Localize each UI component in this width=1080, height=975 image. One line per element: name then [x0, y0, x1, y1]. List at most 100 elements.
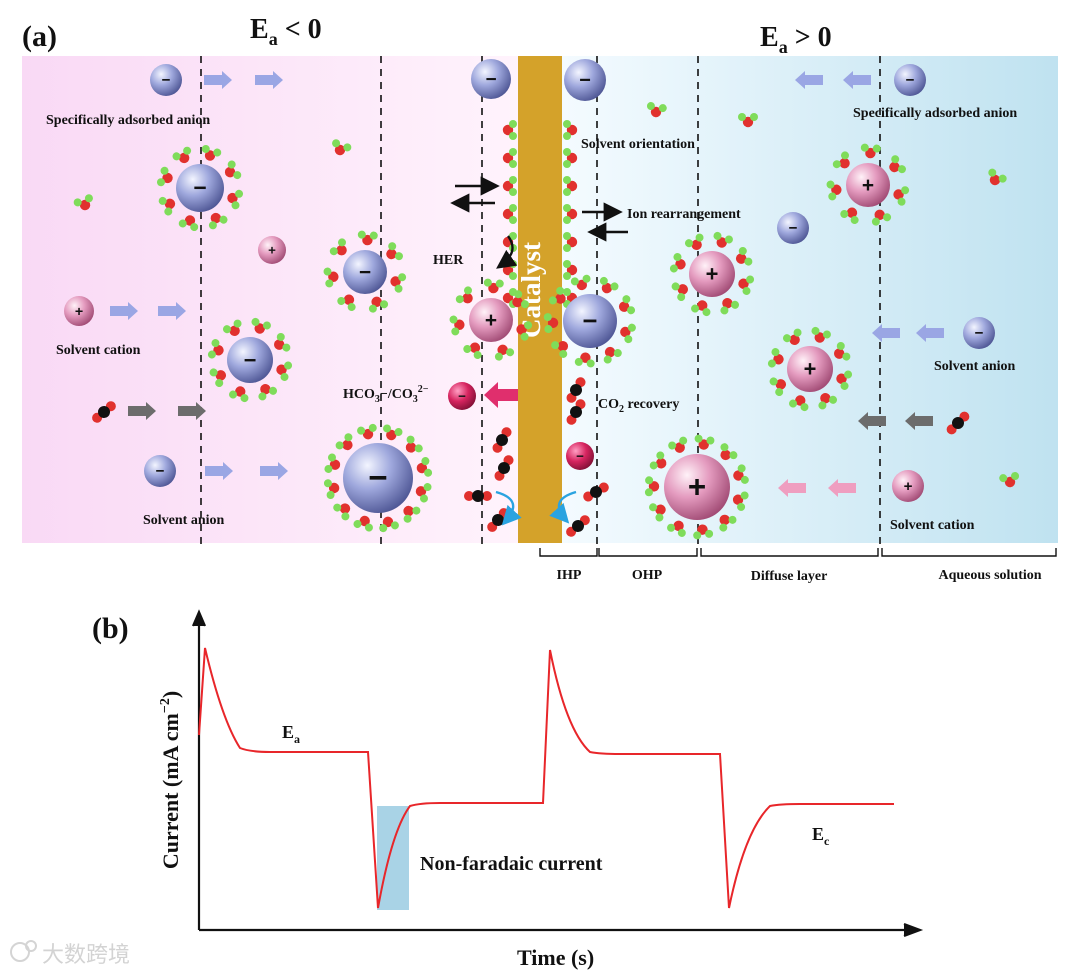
panel-a: Catalyst (a) Ea < 0 Ea > 0 −−++−−−−−+−−−…: [22, 14, 1058, 584]
water-molecule: [871, 209, 892, 226]
co2-molecule: [566, 399, 586, 425]
water-molecule: [494, 344, 515, 361]
water-molecule: [208, 212, 228, 230]
water-molecule: [691, 300, 711, 317]
right-capture-curve-arrow: [549, 490, 577, 524]
flux-arrow-icon: [260, 462, 288, 480]
plus-sign-icon: +: [688, 470, 706, 505]
flux-arrow-icon: [204, 71, 232, 89]
co2-molecules: [92, 377, 970, 537]
water-molecule: [570, 274, 591, 291]
water-molecule: [644, 476, 660, 497]
anion: −: [894, 64, 926, 96]
plus-sign-icon: +: [904, 478, 913, 495]
co2-molecule: [494, 455, 514, 481]
water-molecule: [735, 246, 753, 266]
minus-sign-icon: −: [359, 261, 371, 284]
co2-molecule: [464, 490, 492, 502]
watermark-text: 大数跨境: [42, 943, 130, 968]
plus-sign-icon: +: [804, 356, 817, 381]
water-molecule: [860, 143, 881, 159]
plus-sign-icon: +: [268, 242, 276, 257]
water-molecule: [719, 514, 737, 532]
cation: +: [469, 298, 513, 342]
water-molecule: [353, 515, 373, 532]
water-molecule: [684, 233, 704, 251]
plus-sign-icon: +: [485, 309, 497, 332]
ions: −−++−−−−−+−−−−+−+−+++−: [64, 59, 995, 520]
left-solvent-cation-label: Solvent cation: [56, 343, 141, 358]
anion: −: [471, 59, 511, 99]
left-specifically-adsorbed-anion-label: Specifically adsorbed anion: [46, 113, 210, 128]
water-molecule: [172, 146, 192, 164]
water-molecule: [178, 215, 199, 232]
anion: −: [448, 382, 476, 410]
water-molecule: [502, 148, 517, 168]
water-molecule: [563, 176, 578, 196]
region-brace: [700, 548, 879, 557]
anion: −: [563, 294, 617, 348]
anion: −: [777, 212, 809, 244]
water-molecule: [563, 204, 578, 224]
water-molecule: [832, 151, 850, 169]
co2-molecule: [566, 377, 586, 403]
cation: +: [258, 236, 286, 264]
water-molecule: [455, 286, 473, 304]
right-potential-condition: Ea > 0: [760, 22, 832, 57]
water-molecule: [563, 260, 578, 280]
flux-arrow-icon: [205, 462, 233, 480]
y-axis-label: Current (mA cm−2): [158, 691, 183, 869]
water-molecule: [390, 273, 407, 293]
water-molecule: [720, 443, 738, 461]
flux-arrow-icon: [158, 302, 186, 320]
minus-sign-icon: −: [368, 460, 387, 497]
water-molecule: [811, 326, 831, 343]
flux-arrow-icon: [110, 302, 138, 320]
minus-sign-icon: −: [579, 70, 591, 92]
solvent-orientation-label: Solvent orientation: [581, 137, 695, 152]
flux-arrows: [110, 71, 944, 497]
water-molecule: [840, 207, 859, 225]
left-electrolyte-background: [22, 56, 518, 543]
minus-sign-icon: −: [244, 347, 257, 372]
left-capture-curve-arrow: [495, 490, 522, 526]
water-molecule: [222, 319, 242, 337]
water-molecule: [209, 368, 227, 388]
right-solvent-cation-label: Solvent cation: [890, 518, 975, 533]
water-molecule: [818, 392, 838, 410]
process-arrows: [450, 176, 628, 526]
water-molecule: [649, 451, 667, 470]
water-molecule: [332, 139, 352, 156]
y-axis-arrowhead: [191, 609, 207, 627]
panel-a-label: (a): [22, 20, 57, 53]
water-molecule: [333, 503, 351, 521]
cation: +: [689, 251, 735, 297]
water-molecule: [767, 348, 784, 368]
water-molecule: [512, 290, 529, 309]
water-molecule: [599, 276, 619, 294]
minus-sign-icon: −: [458, 388, 466, 403]
water-molecule: [988, 168, 1007, 186]
water-molecule: [502, 120, 517, 140]
water-molecule: [733, 464, 749, 484]
water-molecule: [224, 160, 242, 180]
water-molecule: [667, 520, 686, 537]
anion: −: [144, 455, 176, 487]
region-brace: [539, 548, 598, 557]
water-molecule: [563, 120, 578, 140]
water-molecule: [323, 479, 340, 499]
region-ohp-label: OHP: [632, 568, 663, 583]
anion: −: [150, 64, 182, 96]
panel-b-label: (b): [92, 612, 129, 645]
water-molecule: [383, 424, 403, 441]
water-molecule: [618, 295, 636, 315]
water-molecule: [251, 317, 271, 334]
water-molecule: [324, 453, 341, 473]
water-molecule: [893, 186, 910, 206]
minus-sign-icon: −: [156, 463, 165, 480]
region-aqueous-solution-label: Aqueous solution: [938, 568, 1041, 583]
water-molecule: [386, 242, 403, 261]
water-molecule: [543, 313, 559, 334]
her-curve-arrow: [496, 235, 518, 269]
anion: −: [963, 317, 995, 349]
